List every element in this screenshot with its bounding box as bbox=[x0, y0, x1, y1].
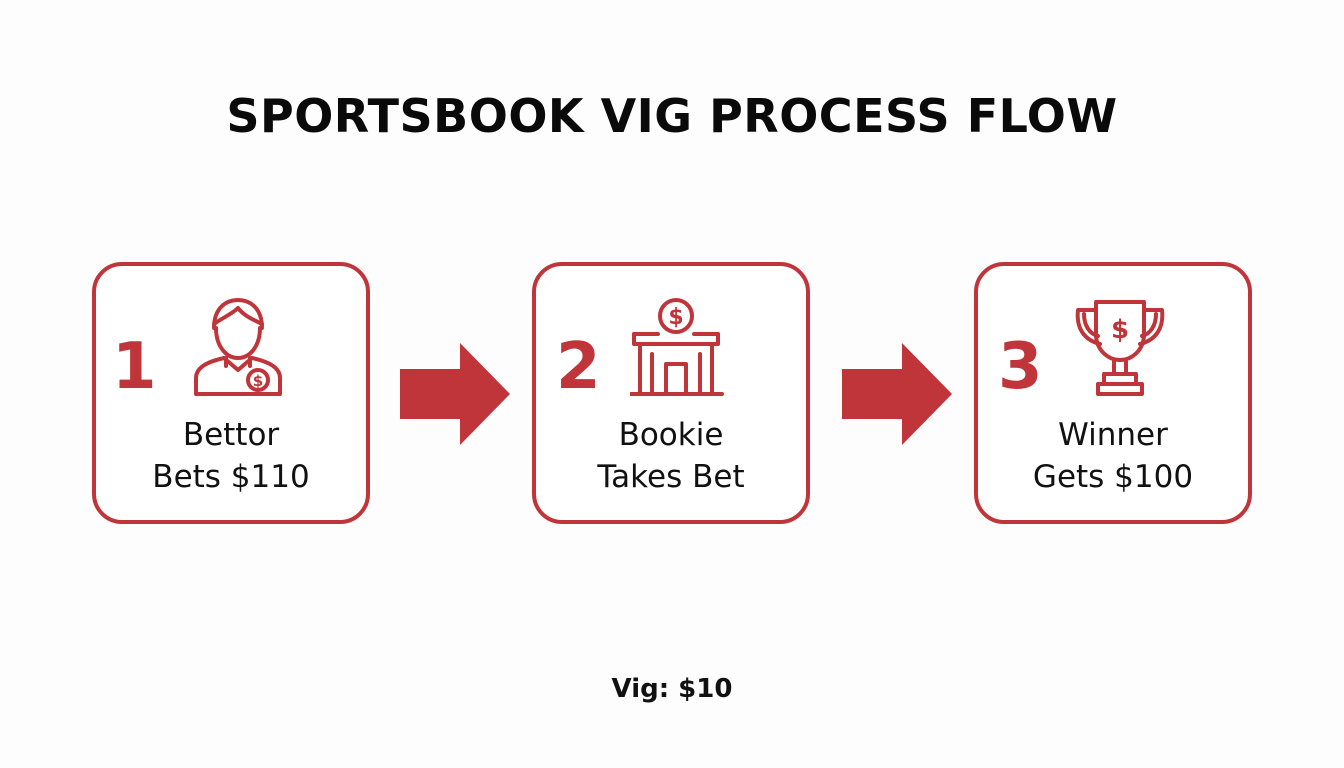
flow-arrow-1 bbox=[400, 343, 510, 445]
step-1-box: 1 $ Bettor Bets $110 bbox=[92, 262, 370, 524]
step-number: 3 bbox=[998, 330, 1043, 404]
step-label: Winner Gets $100 bbox=[978, 414, 1248, 498]
bookie-building-icon: $ bbox=[630, 294, 730, 398]
svg-text:$: $ bbox=[1111, 315, 1129, 345]
step-3-box: 3 $ Winner Gets $100 bbox=[974, 262, 1252, 524]
trophy-icon: $ bbox=[1070, 294, 1170, 398]
step-label-line-2: Takes Bet bbox=[597, 459, 745, 495]
vig-note: Vig: $10 bbox=[611, 674, 733, 704]
step-label-line-1: Winner bbox=[1058, 417, 1168, 453]
step-label-line-2: Gets $100 bbox=[1032, 459, 1194, 495]
step-label: Bettor Bets $110 bbox=[96, 414, 366, 498]
svg-text:$: $ bbox=[253, 372, 263, 390]
step-label: Bookie Takes Bet bbox=[536, 414, 806, 498]
svg-text:$: $ bbox=[668, 305, 683, 330]
diagram-title: SPORTSBOOK VIG PROCESS FLOW bbox=[226, 89, 1118, 143]
step-label-line-1: Bookie bbox=[618, 417, 724, 453]
bettor-person-icon: $ bbox=[188, 294, 288, 398]
step-label-line-2: Bets $110 bbox=[152, 459, 310, 495]
flow-arrow-2 bbox=[842, 343, 952, 445]
step-2-box: 2 $ Bookie Takes Bet bbox=[532, 262, 810, 524]
step-number: 1 bbox=[112, 330, 157, 404]
step-label-line-1: Bettor bbox=[182, 417, 280, 453]
step-number: 2 bbox=[556, 330, 601, 404]
